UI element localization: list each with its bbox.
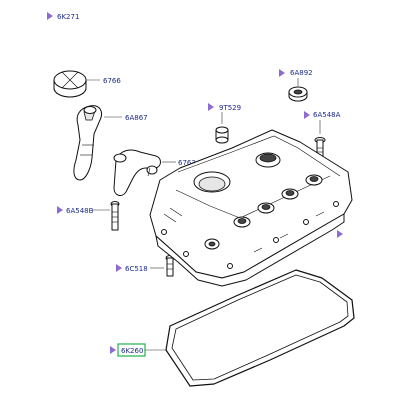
bolt-6a548b <box>110 201 120 231</box>
grommet-9t529 <box>215 126 229 144</box>
callout-6k271[interactable]: 6K271 <box>47 12 79 21</box>
triangle-marker-icon <box>57 206 63 214</box>
callout-label: 6K271 <box>57 13 79 21</box>
callout-label: 6A548A <box>313 111 341 119</box>
nut-6a892 <box>288 86 308 102</box>
callout-6c518[interactable]: 6C518 <box>116 264 164 273</box>
callout-6a892[interactable]: 6A892 <box>279 69 313 86</box>
callout-6a867[interactable]: 6A867 <box>104 114 148 122</box>
triangle-marker-icon <box>116 264 122 272</box>
oil-filler-neck <box>73 105 103 181</box>
callout-label: 6A867 <box>125 114 148 122</box>
callout-6763[interactable]: 6763 <box>162 159 196 167</box>
callout-label: 6C518 <box>125 265 148 273</box>
breather-hose <box>113 149 161 196</box>
callout-9t529[interactable]: 9T529 <box>208 103 241 124</box>
valve-cover <box>149 129 353 287</box>
callout-6a548b[interactable]: 6A548B <box>57 206 110 215</box>
callout-6a548a[interactable]: 6A548A <box>304 111 341 134</box>
valve-cover-gasket <box>165 269 355 387</box>
triangle-marker-icon <box>208 103 214 111</box>
triangle-marker-icon <box>304 111 310 119</box>
triangle-marker-icon <box>337 230 343 238</box>
triangle-marker-icon <box>110 346 116 354</box>
triangle-marker-icon <box>47 12 53 20</box>
oil-filler-cap <box>53 70 87 98</box>
callout-label: 6763 <box>178 159 196 167</box>
callout-label: 6766 <box>103 77 121 85</box>
callout-label: 9T529 <box>219 104 241 112</box>
callout-label: 6K260 <box>121 347 143 355</box>
callout-6k260[interactable]: 6K260 <box>110 343 166 357</box>
callout-label: 6A548B <box>66 207 94 215</box>
callout-label: 6A892 <box>290 69 313 77</box>
stud-6c518 <box>165 255 175 277</box>
triangle-marker-icon <box>279 69 285 77</box>
